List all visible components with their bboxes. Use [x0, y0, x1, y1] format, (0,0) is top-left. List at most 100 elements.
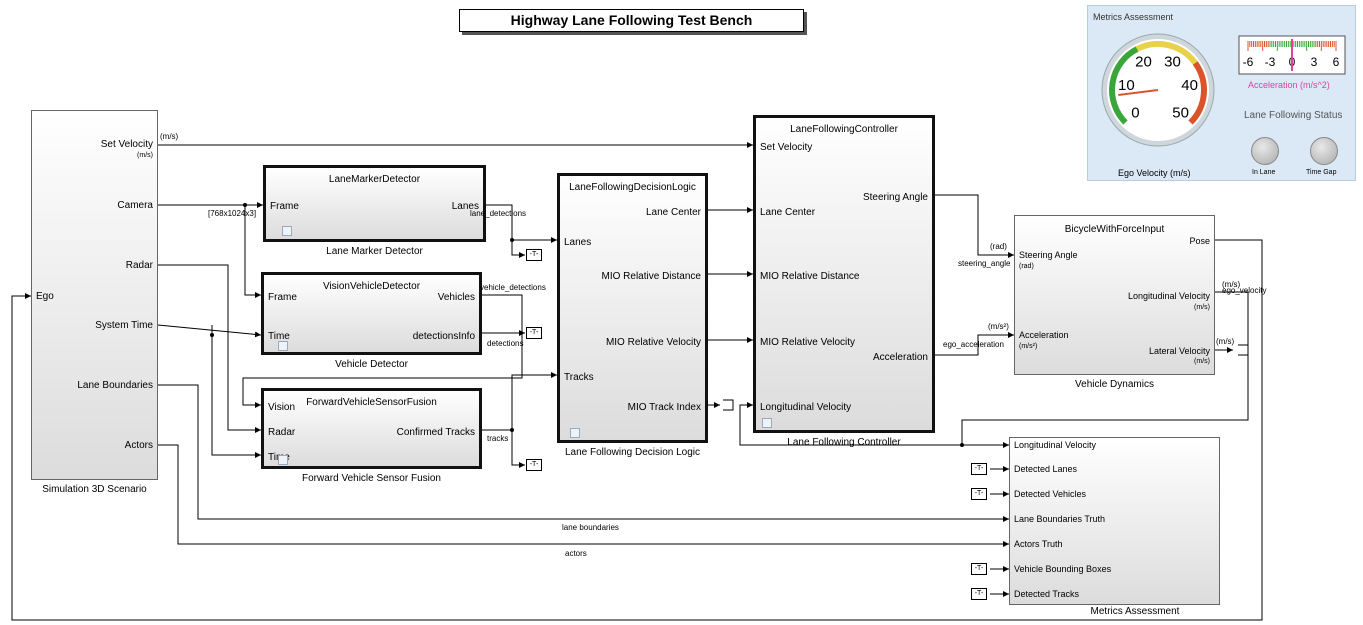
model-reference-icon — [278, 455, 288, 465]
model-reference-icon — [762, 418, 772, 428]
metrics-assessment-block[interactable]: Longitudinal Velocity Detected Lanes Det… — [1009, 437, 1220, 605]
simulation-3d-scenario-block[interactable]: Ego Set Velocity (m/s) Camera Radar Syst… — [31, 110, 158, 480]
port-lanes: Lanes — [451, 201, 479, 212]
vehicle-detector-caption: Vehicle Detector — [335, 359, 408, 370]
signal-actors: actors — [565, 549, 587, 558]
port-radar: Radar — [268, 427, 296, 438]
gauge-tick-label: 20 — [1135, 53, 1152, 70]
lane-following-controller-block[interactable]: LaneFollowingController Set Velocity Lan… — [753, 115, 935, 433]
port-steering-angle-unit: (rad) — [1019, 263, 1034, 270]
port-detected-lanes: Detected Lanes — [1014, 464, 1078, 474]
port-longitudinal-velocity: Longitudinal Velocity — [1127, 291, 1210, 301]
port-pose: Pose — [1189, 236, 1210, 246]
in-lane-label: In Lane — [1252, 169, 1276, 176]
metrics-assessment-caption: Metrics Assessment — [1090, 606, 1180, 617]
accel-tick-label: -3 — [1265, 55, 1276, 69]
simulation-3d-scenario-caption: Simulation 3D Scenario — [42, 484, 147, 495]
port-steering-angle: Steering Angle — [1019, 250, 1078, 260]
accel-tick-label: -6 — [1243, 55, 1254, 69]
lane-marker-detector-caption: Lane Marker Detector — [326, 246, 423, 257]
accel-tick-label: 3 — [1311, 55, 1318, 69]
gauge-tick-label: 50 — [1172, 105, 1189, 122]
port-detections-info: detectionsInfo — [412, 331, 475, 342]
block-title: VisionVehicleDetector — [322, 281, 421, 292]
diagram-title: Highway Lane Following Test Bench — [459, 9, 804, 32]
signal-rad: (rad) — [990, 242, 1007, 251]
port-lane-boundaries-truth: Lane Boundaries Truth — [1014, 514, 1106, 524]
signal-lane-boundaries: lane boundaries — [562, 523, 619, 532]
signal-ego-velocity: ego_velocity — [1222, 286, 1267, 295]
port-lane-center: Lane Center — [645, 207, 701, 218]
port-detected-tracks: Detected Tracks — [1014, 589, 1080, 599]
port-camera: Camera — [117, 200, 153, 211]
lane-following-controller-caption: Lane Following Controller — [787, 437, 901, 448]
port-acceleration: Acceleration — [872, 352, 928, 363]
vehicle-detector-block[interactable]: VisionVehicleDetector Frame Time Vehicle… — [261, 272, 482, 355]
port-frame: Frame — [270, 201, 299, 212]
signal-lateral-velocity-unit: (m/s) — [1216, 337, 1235, 346]
model-reference-icon — [278, 341, 288, 351]
port-mio-relative-velocity: MIO Relative Velocity — [760, 337, 856, 348]
port-steering-angle: Steering Angle — [862, 192, 928, 203]
signal-tracks: tracks — [487, 434, 509, 443]
from-tag-vehicle-bounding-boxes[interactable]: -T- — [971, 563, 987, 575]
port-lane-center: Lane Center — [760, 207, 816, 218]
port-mio-relative-velocity: MIO Relative Velocity — [605, 337, 701, 348]
in-lane-lamp — [1251, 137, 1279, 165]
port-confirmed-tracks: Confirmed Tracks — [396, 427, 475, 438]
goto-tag-tracks[interactable]: -T- — [526, 459, 542, 471]
block-title: BicycleWithForceInput — [1064, 224, 1165, 235]
signal-accel-unit: (m/s²) — [988, 322, 1009, 331]
signal-lane-detections: lane_detections — [470, 209, 527, 218]
port-time: Time — [268, 331, 290, 342]
ego-velocity-caption: Ego Velocity (m/s) — [1118, 168, 1191, 178]
vehicle-dynamics-caption: Vehicle Dynamics — [1075, 379, 1154, 390]
block-title: LaneMarkerDetector — [328, 174, 421, 185]
port-lanes: Lanes — [564, 237, 592, 248]
acceleration-meter[interactable]: -6-3036 — [1238, 35, 1346, 75]
port-mio-track-index: MIO Track Index — [627, 402, 701, 413]
from-tag-detected-lanes[interactable]: -T- — [971, 463, 987, 475]
port-lane-boundaries: Lane Boundaries — [77, 380, 153, 391]
port-system-time: System Time — [95, 320, 153, 331]
signal-set-velocity-unit: (m/s) — [160, 132, 179, 141]
port-longitudinal-velocity: Longitudinal Velocity — [1014, 440, 1097, 450]
signal-steering-angle: steering_angle — [958, 259, 1011, 268]
signal-detections: detections — [487, 339, 524, 348]
port-lateral-velocity: Lateral Velocity — [1148, 346, 1210, 356]
port-mio-relative-distance: MIO Relative Distance — [601, 271, 701, 282]
gauge-tick-label: 30 — [1164, 53, 1181, 70]
model-reference-icon — [282, 226, 292, 236]
block-title: ForwardVehicleSensorFusion — [306, 397, 437, 408]
accel-tick-label: 6 — [1333, 55, 1340, 69]
dashboard-title: Metrics Assessment — [1093, 12, 1174, 22]
lane-following-status-title: Lane Following Status — [1244, 110, 1343, 121]
model-reference-icon — [570, 428, 580, 438]
signal-vehicle-detections: vehicle_detections — [480, 283, 546, 292]
time-gap-label: Time Gap — [1306, 169, 1337, 176]
goto-tag-lanes[interactable]: -T- — [526, 249, 542, 261]
block-title: LaneFollowingDecisionLogic — [569, 182, 696, 193]
port-radar: Radar — [125, 260, 153, 271]
lane-following-decision-logic-block[interactable]: LaneFollowingDecisionLogic Lanes Tracks … — [557, 173, 708, 443]
signal-ego-velocity-unit: (m/s) — [1222, 280, 1241, 289]
gauge-tick-label: 40 — [1181, 77, 1198, 94]
forward-vehicle-sensor-fusion-caption: Forward Vehicle Sensor Fusion — [302, 473, 441, 484]
port-frame: Frame — [268, 292, 297, 303]
forward-vehicle-sensor-fusion-block[interactable]: ForwardVehicleSensorFusion Vision Radar … — [261, 388, 482, 469]
port-detected-vehicles: Detected Vehicles — [1014, 489, 1087, 499]
port-set-velocity: Set Velocity — [760, 142, 813, 153]
port-mio-relative-distance: MIO Relative Distance — [760, 271, 860, 282]
port-vision: Vision — [268, 402, 296, 413]
time-gap-lamp — [1310, 137, 1338, 165]
block-title: LaneFollowingController — [790, 124, 898, 135]
from-tag-detected-vehicles[interactable]: -T- — [971, 488, 987, 500]
vehicle-dynamics-block[interactable]: BicycleWithForceInput Steering Angle (ra… — [1014, 215, 1215, 375]
from-tag-detected-tracks[interactable]: -T- — [971, 588, 987, 600]
port-actors-truth: Actors Truth — [1014, 539, 1063, 549]
lane-marker-detector-block[interactable]: LaneMarkerDetector Frame Lanes — [263, 165, 486, 242]
goto-tag-detections[interactable]: -T- — [526, 327, 542, 339]
